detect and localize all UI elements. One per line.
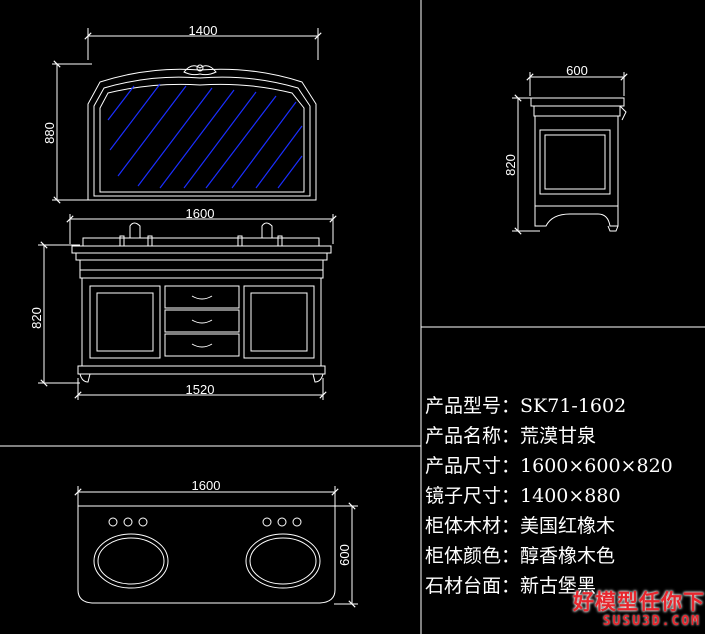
countertop-plan-view xyxy=(74,486,358,608)
spec-value: 新古堡黑 xyxy=(520,575,597,597)
spec-value: 荒漠甘泉 xyxy=(520,425,597,447)
plan-depth-label: 600 xyxy=(337,544,352,566)
cabinet-front-view xyxy=(38,214,337,400)
spec-label: 产品名称： xyxy=(425,425,521,447)
mirror-glass-hatching xyxy=(107,83,303,189)
plan-width-label: 1600 xyxy=(192,478,221,493)
spec-value: 醇香橡木色 xyxy=(520,545,616,567)
spec-label: 镜子尺寸： xyxy=(425,485,521,507)
watermark-brand: 好模型任你下 xyxy=(573,590,705,614)
top-width-label: 1600 xyxy=(186,206,215,221)
spec-value: 1600×600×820 xyxy=(520,455,673,477)
product-spec-list: 产品型号：SK71-1602 产品名称：荒漠甘泉 产品尺寸：1600×600×8… xyxy=(425,393,705,603)
spec-row-size: 产品尺寸：1600×600×820 xyxy=(425,453,705,483)
spec-label: 柜体颜色： xyxy=(425,545,521,567)
spec-value: SK71-1602 xyxy=(520,395,627,417)
cabinet-height-label: 820 xyxy=(29,307,44,329)
spec-value: 1400×880 xyxy=(520,485,621,507)
spec-row-stone: 石材台面：新古堡黑 xyxy=(425,573,705,603)
mirror-view xyxy=(52,28,322,204)
site-watermark: 好模型任你下 SUSU3D.COM xyxy=(541,586,705,634)
spec-row-wood: 柜体木材：美国红橡木 xyxy=(425,513,705,543)
spec-row-model: 产品型号：SK71-1602 xyxy=(425,393,705,423)
spec-row-name: 产品名称：荒漠甘泉 xyxy=(425,423,705,453)
cabinet-base-width-label: 1520 xyxy=(186,382,215,397)
spec-label: 产品尺寸： xyxy=(425,455,521,477)
spec-label: 石材台面： xyxy=(425,575,521,597)
spec-label: 柜体木材： xyxy=(425,515,521,537)
mirror-width-label: 1400 xyxy=(189,23,218,38)
mirror-height-label: 880 xyxy=(42,122,57,144)
side-depth-label: 600 xyxy=(566,63,588,78)
spec-label: 产品型号： xyxy=(425,395,521,417)
side-height-label: 820 xyxy=(503,154,518,176)
watermark-url: SUSU3D.COM xyxy=(602,614,701,629)
cabinet-side-view xyxy=(512,72,628,235)
spec-row-mirror-size: 镜子尺寸：1400×880 xyxy=(425,483,705,513)
spec-value: 美国红橡木 xyxy=(520,515,616,537)
spec-row-color: 柜体颜色：醇香橡木色 xyxy=(425,543,705,573)
